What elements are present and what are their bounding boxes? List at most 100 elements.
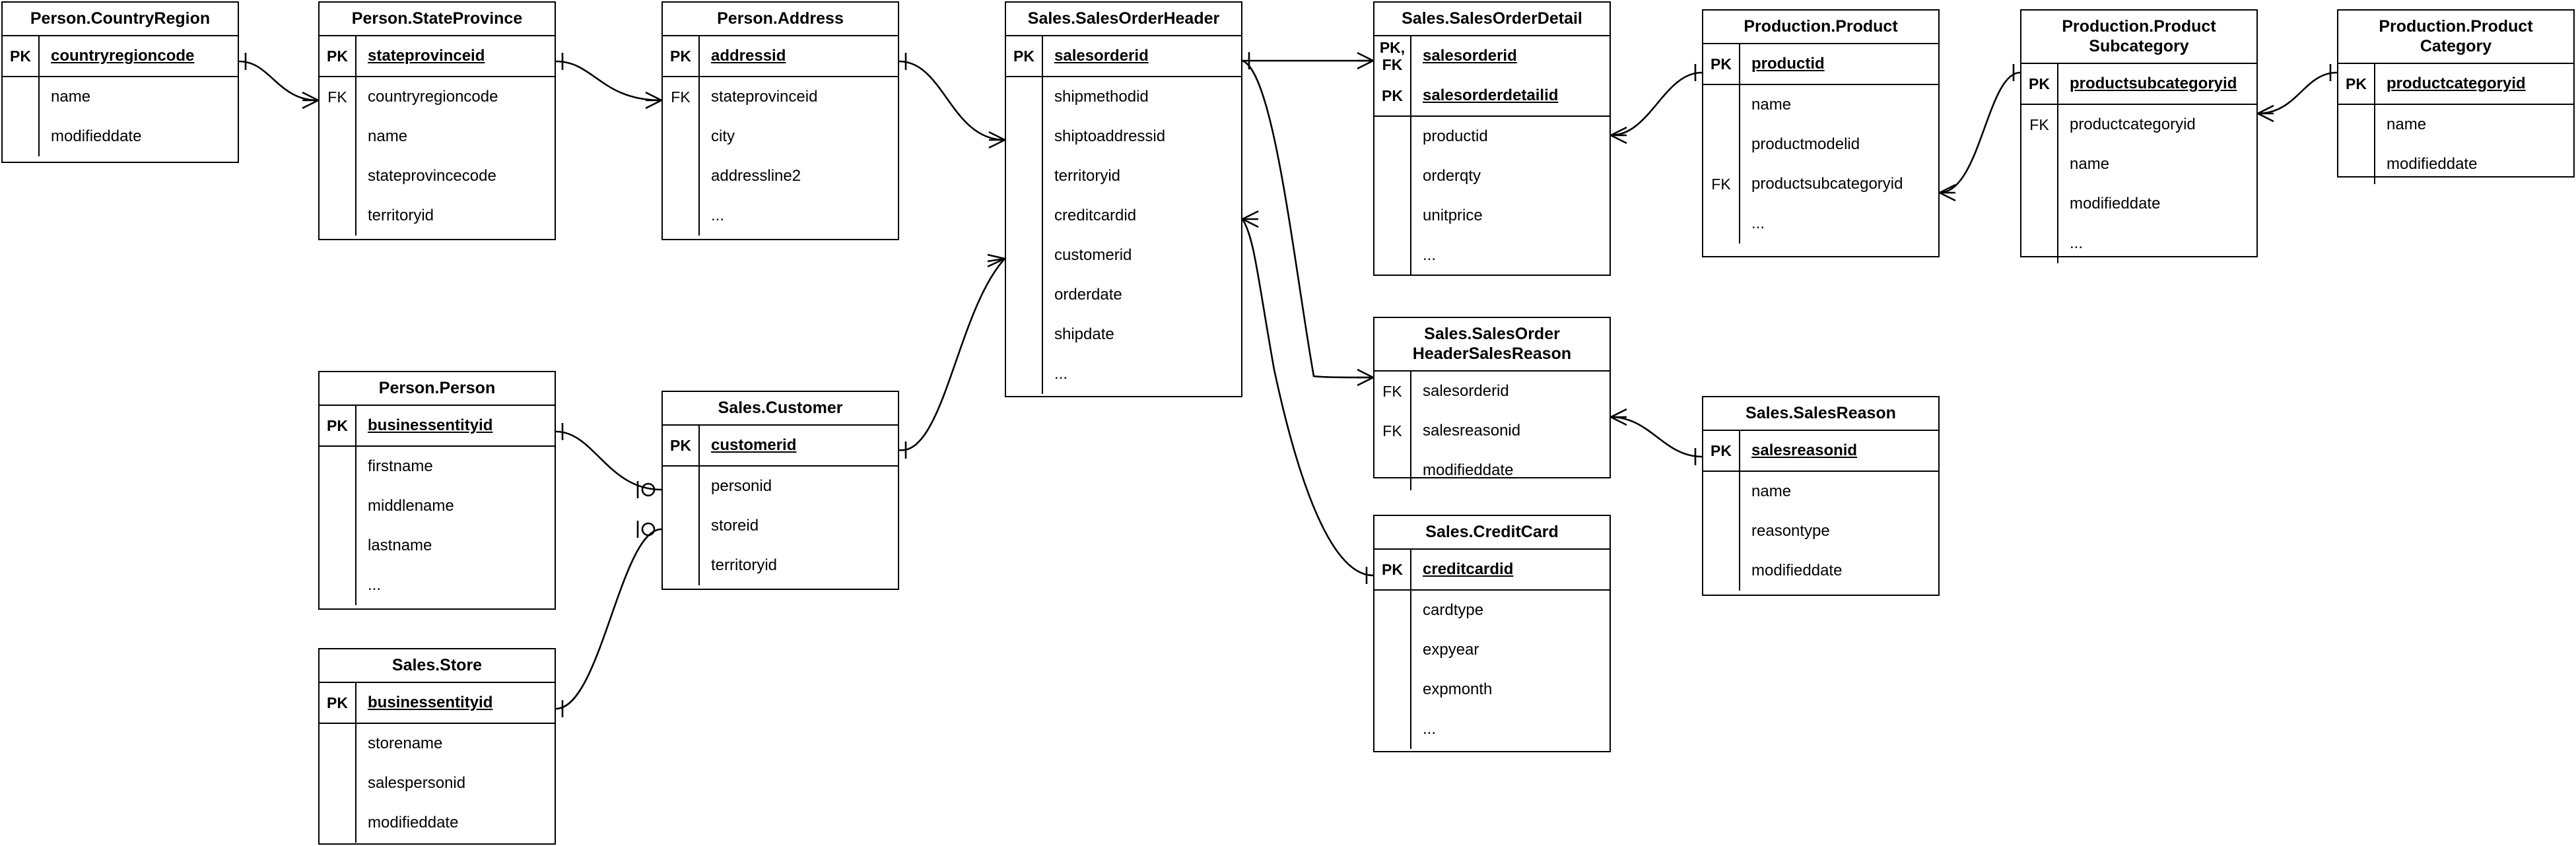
attribute-row: stateprovincecode	[320, 156, 555, 196]
attribute-name: expyear	[1423, 641, 1479, 659]
attribute-name: businessentityid	[368, 416, 493, 434]
entity-title: Sales.SalesOrderDetail	[1374, 3, 1610, 36]
attribute-key-label: PK	[1703, 431, 1740, 471]
entity-title: Production.Product Subcategory	[2021, 11, 2256, 64]
attributes-section: name modifieddate	[3, 77, 238, 156]
attribute-key-label: PK	[2021, 64, 2058, 104]
entity-title: Sales.CreditCard	[1374, 516, 1610, 550]
attribute-row: shipmethodid	[1006, 77, 1241, 117]
attribute-row: creditcardid	[1006, 196, 1241, 236]
entity-title: Sales.SalesOrder HeaderSalesReason	[1374, 318, 1610, 372]
entity-title: Sales.SalesOrderHeader	[1006, 3, 1241, 36]
attribute-key-label	[1374, 591, 1411, 630]
attribute-row: modifieddate	[2021, 184, 2256, 224]
attribute-name: stateprovinceid	[711, 88, 818, 106]
attribute-key-label	[1703, 511, 1740, 551]
rel-salesorderheader-salesorderdetail	[1242, 51, 1374, 70]
attribute-name: ...	[2070, 234, 2084, 252]
attribute-row: name	[2338, 105, 2573, 145]
attribute-name: ...	[1054, 365, 1068, 383]
attribute-name: reasontype	[1751, 522, 1830, 540]
attribute-key-label	[1006, 354, 1043, 394]
attribute-row: name	[320, 117, 555, 156]
attribute-name: shiptoaddressid	[1054, 127, 1166, 145]
rel-address-salesorderheader	[898, 53, 1005, 149]
entity-title: Sales.Customer	[663, 392, 898, 426]
attribute-key-label	[1006, 117, 1043, 156]
attribute-key-label	[663, 546, 700, 585]
entity-title: Person.Address	[663, 3, 898, 36]
attribute-row: reasontype	[1703, 511, 1938, 551]
attribute-key-label	[320, 803, 356, 843]
attribute-name: modifieddate	[51, 127, 142, 145]
attribute-key-label	[663, 467, 700, 506]
attribute-name: orderdate	[1054, 286, 1122, 304]
entity-title: Sales.Store	[320, 649, 555, 683]
attribute-name: productcategoryid	[2070, 115, 2196, 133]
attribute-row: addressline2	[663, 156, 898, 196]
attribute-name: ...	[711, 207, 725, 224]
attribute-key-label	[2338, 145, 2375, 184]
attribute-key-label	[663, 196, 700, 236]
rel-person-customer	[555, 423, 662, 498]
attribute-name: name	[1751, 482, 1792, 500]
attribute-name: shipmethodid	[1054, 88, 1149, 106]
attribute-name: territoryid	[1054, 167, 1121, 185]
attribute-row: shiptoaddressid	[1006, 117, 1241, 156]
attribute-name: ...	[368, 576, 382, 594]
attribute-row: ...	[663, 196, 898, 236]
rel-store-customer	[555, 521, 662, 717]
attribute-key-label	[1703, 204, 1740, 244]
attribute-name: salesreasonid	[1423, 422, 1521, 439]
attribute-name: productid	[1423, 127, 1488, 145]
attribute-key-label	[1703, 551, 1740, 591]
attribute-name: creditcardid	[1054, 207, 1137, 224]
attribute-row: territoryid	[663, 546, 898, 585]
attribute-key-label	[320, 447, 356, 486]
attribute-row: orderdate	[1006, 275, 1241, 315]
rel-customer-salesorderheader	[898, 253, 1005, 459]
attribute-key-label: FK	[2021, 105, 2058, 145]
attribute-key-label	[2021, 184, 2058, 224]
rel-productcategory-productsubcategory	[2257, 64, 2338, 123]
attribute-row: personid	[663, 467, 898, 506]
attribute-row: name	[1703, 472, 1938, 511]
attribute-name: name	[51, 88, 91, 106]
attribute-key-label: PK	[320, 683, 356, 723]
attribute-row: unitprice	[1374, 196, 1610, 236]
attribute-key-label	[663, 506, 700, 546]
entity-title: Sales.SalesReason	[1703, 397, 1938, 431]
attribute-key-label: FK	[1703, 164, 1740, 204]
attribute-row: ...	[2021, 224, 2256, 263]
rel-creditcard-salesorderheader	[1241, 210, 1374, 584]
